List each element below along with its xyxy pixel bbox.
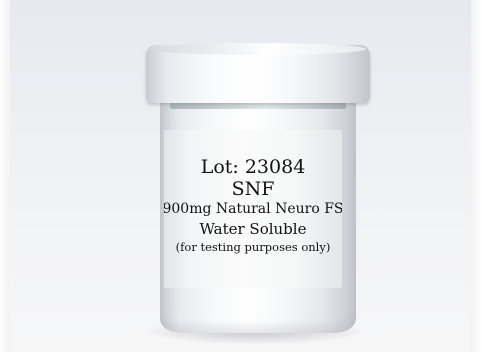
- label-product-name: 900mg Natural Neuro FS: [164, 201, 342, 217]
- label-code: SNF: [231, 178, 275, 200]
- jar-lid-top: [150, 43, 366, 55]
- label-lot-number: Lot: 23084: [200, 156, 306, 178]
- image-border-left: [0, 0, 10, 352]
- label-usage-note: (for testing purposes only): [175, 240, 331, 254]
- label-solubility: Water Soluble: [199, 220, 307, 238]
- image-border-right: [471, 0, 483, 352]
- label-text: Lot: 23084 SNF 900mg Natural Neuro FS Wa…: [164, 156, 342, 255]
- jar-label: Lot: 23084 SNF 900mg Natural Neuro FS Wa…: [164, 130, 342, 288]
